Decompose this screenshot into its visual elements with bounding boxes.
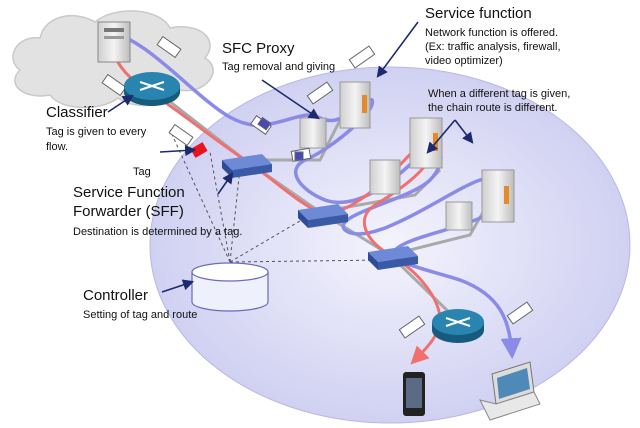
different-tag-line-1: When a different tag is given, [428, 88, 571, 100]
controller-desc: Setting of tag and route [83, 309, 198, 321]
router-icon [124, 72, 180, 106]
router-icon [432, 309, 484, 343]
server-icon [97, 21, 131, 63]
server-icon [369, 159, 401, 195]
packet-icons [101, 35, 534, 339]
laptop-icon [479, 361, 541, 421]
annotation-arrows [107, 21, 474, 293]
sff-title-line-2: Forwarder (SFF) [73, 203, 184, 220]
service-function-desc-line-2: (Ex: traffic analysis, firewall, [425, 41, 561, 53]
tag-label: Tag [133, 166, 151, 178]
classifier-title: Classifier [46, 104, 108, 121]
classifier-desc-line-2: flow. [46, 141, 69, 153]
server-icon [299, 117, 327, 149]
server-icon [409, 117, 443, 169]
server-icon [481, 169, 515, 223]
switch-icon [368, 246, 418, 270]
server-icon [339, 81, 371, 129]
controller-links [169, 129, 386, 263]
sff-title-line-1: Service Function [73, 184, 185, 201]
database-icon [191, 262, 269, 312]
sfc-proxy-desc: Tag removal and giving [222, 61, 336, 73]
service-function-desc-line-3: video optimizer) [425, 55, 503, 67]
smartphone-icon [403, 372, 425, 416]
sfc-proxy-title: SFC Proxy [222, 40, 295, 57]
different-tag-line-2: the chain route is different. [428, 102, 558, 114]
service-function-desc-line-1: Network function is offered. [425, 27, 559, 39]
server-icon [445, 201, 473, 231]
classifier-desc-line-1: Tag is given to every [46, 126, 147, 138]
service-function-title: Service function [425, 5, 532, 22]
controller-title: Controller [83, 287, 149, 304]
sff-desc: Destination is determined by a tag. [73, 226, 243, 238]
red-chain-route [108, 40, 442, 365]
switch-icon [298, 204, 348, 228]
